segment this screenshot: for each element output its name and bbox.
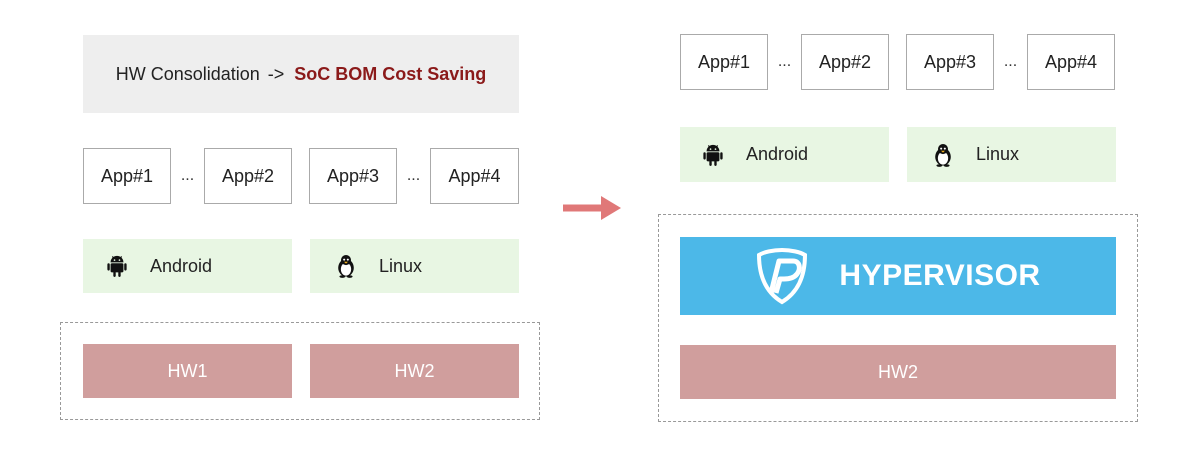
shield-logo-icon	[757, 247, 808, 305]
right-os-linux-label: Linux	[976, 144, 1020, 164]
left-hw-group	[60, 322, 540, 420]
tux-penguin-icon	[338, 255, 354, 278]
banner-highlight: SoC BOM Cost Saving	[294, 63, 487, 84]
left-hw-1: HW1	[83, 344, 292, 398]
right-app-4: App#4	[1027, 34, 1115, 90]
right-app-1: App#1	[680, 34, 768, 90]
android-icon	[703, 144, 723, 166]
banner-arrow: ->	[267, 63, 285, 84]
right-app-2: App#2	[801, 34, 889, 90]
flow-arrow-icon	[563, 196, 621, 220]
left-app-3: App#3	[309, 148, 397, 204]
right-app-3: App#3	[906, 34, 994, 90]
left-os-android: Android	[83, 239, 292, 293]
hypervisor-block: HYPERVISOR	[680, 237, 1116, 315]
left-app-1: App#1	[83, 148, 171, 204]
left-os-linux-label: Linux	[379, 255, 423, 276]
title-banner: HW Consolidation -> SoC BOM Cost Saving	[83, 35, 519, 113]
left-ellipsis-1: ...	[180, 167, 195, 184]
tux-penguin-icon	[935, 143, 951, 167]
left-app-4: App#4	[430, 148, 519, 204]
right-hw-2: HW2	[680, 345, 1116, 399]
banner-prefix: HW Consolidation	[115, 63, 260, 84]
right-os-android-label: Android	[746, 144, 809, 164]
left-app-2: App#2	[204, 148, 292, 204]
hypervisor-label: HYPERVISOR	[839, 259, 1041, 292]
right-os-linux: Linux	[907, 127, 1116, 182]
right-ellipsis-1: ...	[777, 53, 792, 70]
left-os-linux: Linux	[310, 239, 519, 293]
left-hw-2: HW2	[310, 344, 519, 398]
right-ellipsis-2: ...	[1003, 53, 1018, 70]
right-os-android: Android	[680, 127, 889, 182]
right-hw-group	[658, 214, 1138, 422]
left-ellipsis-2: ...	[406, 167, 421, 184]
left-os-android-label: Android	[150, 255, 213, 276]
android-icon	[107, 255, 127, 277]
